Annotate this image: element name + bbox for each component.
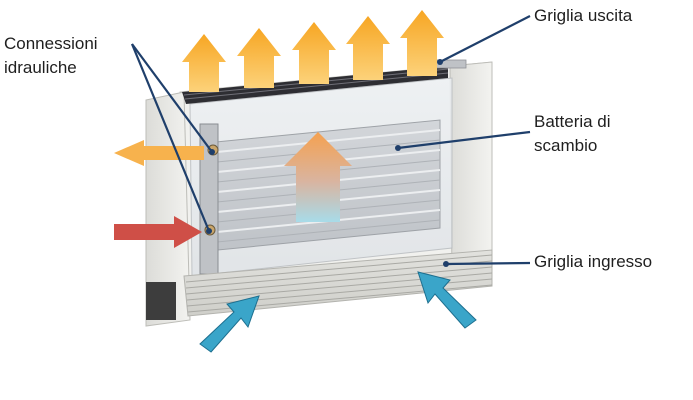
- callout-connessioni-lower: [130, 43, 211, 232]
- water-outlet-arrow: [114, 140, 204, 166]
- hydraulic-manifold: [199, 123, 219, 275]
- callout-dots: [206, 59, 449, 267]
- cold-air-inlet-arrow-left: [199, 295, 260, 353]
- label-batteria-line1: Batteria di: [534, 112, 611, 131]
- hot-air-outlet-arrows: [182, 10, 444, 92]
- air-heating-arrow: [284, 132, 352, 222]
- label-griglia-uscita: Griglia uscita: [534, 6, 633, 25]
- callout-lines: [130, 15, 531, 266]
- callout-griglia-uscita: [439, 15, 531, 63]
- hot-air-arrow-1: [182, 34, 226, 92]
- hot-air-arrow-3: [292, 22, 336, 84]
- hot-air-arrow-5: [400, 10, 444, 76]
- label-connessioni-line2: idrauliche: [4, 58, 77, 77]
- left-foot: [146, 282, 176, 320]
- water-inlet-arrow: [114, 216, 202, 248]
- callout-batteria: [397, 130, 531, 150]
- label-batteria-line2: scambio: [534, 136, 598, 155]
- callout-connessioni-upper: [131, 43, 213, 153]
- hot-air-arrow-4: [346, 16, 390, 80]
- callout-griglia-ingresso: [445, 261, 531, 266]
- hot-air-arrow-2: [237, 28, 281, 88]
- right-side-panel: [449, 61, 493, 277]
- label-griglia-ingresso: Griglia ingresso: [534, 252, 653, 271]
- label-connessioni-line1: Connessioni: [4, 34, 98, 53]
- cold-air-inlet-arrow-right: [417, 271, 477, 329]
